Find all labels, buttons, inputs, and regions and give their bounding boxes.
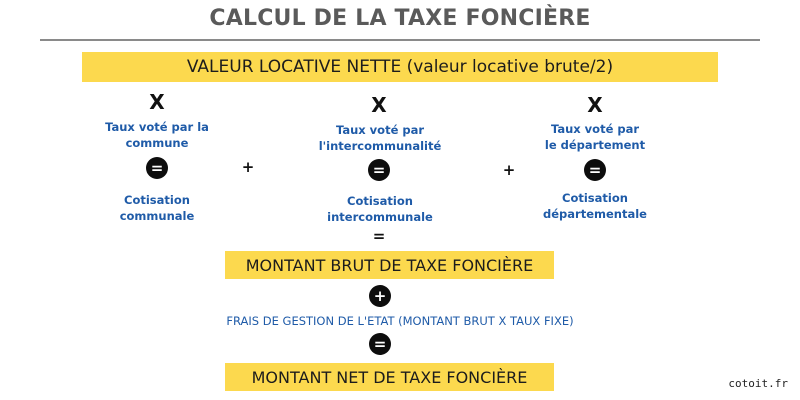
department-rate-line1: Taux voté par: [550, 122, 640, 136]
gross-amount-banner: MONTANT BRUT DE TAXE FONCIÈRE: [225, 251, 554, 279]
state-management-fees-label: FRAIS DE GESTION DE L'ETAT (MONTANT BRUT…: [226, 314, 574, 328]
net-rental-value-banner: VALEUR LOCATIVE NETTE (valeur locative b…: [82, 52, 718, 82]
commune-result-line2: communale: [119, 209, 195, 223]
commune-rate-line2: commune: [125, 136, 189, 150]
equals-circle-commune: =: [146, 157, 168, 179]
plus-circle: +: [369, 285, 391, 307]
department-contribution-label: Cotisation départementale: [520, 190, 670, 222]
intercommunal-result-line2: intercommunale: [327, 210, 433, 224]
net-amount-banner: MONTANT NET DE TAXE FONCIÈRE: [225, 363, 554, 391]
commune-result-line1: Cotisation: [124, 193, 190, 207]
department-result-line2: départementale: [543, 207, 647, 221]
equals-circle-department: =: [584, 159, 606, 181]
intercommunal-rate-line1: Taux voté par: [335, 123, 425, 137]
equals-circle-net: =: [369, 333, 391, 355]
intercommunal-result-line1: Cotisation: [347, 194, 413, 208]
plus-sign-2: +: [502, 161, 516, 179]
multiply-sign-intercommunal: X: [371, 93, 387, 117]
intercommunal-rate-line2: l'intercommunalité: [318, 139, 442, 153]
commune-rate-line1: Taux voté par la: [105, 120, 209, 134]
equals-circle-intercommunal: =: [368, 159, 390, 181]
department-rate-line2: le département: [544, 138, 646, 152]
title-divider: [40, 39, 760, 41]
department-result-line1: Cotisation: [562, 191, 628, 205]
source-credit: cotoit.fr: [728, 377, 788, 390]
multiply-sign-commune: X: [149, 90, 165, 114]
intercommunal-contribution-label: Cotisation intercommunale: [300, 193, 460, 225]
commune-rate-label: Taux voté par la commune: [82, 119, 232, 151]
commune-contribution-label: Cotisation communale: [82, 192, 232, 224]
multiply-sign-department: X: [587, 93, 603, 117]
equals-sign-sum: =: [372, 227, 386, 245]
plus-sign-1: +: [241, 158, 255, 176]
intercommunal-rate-label: Taux voté par l'intercommunalité: [300, 122, 460, 154]
page-title: CALCUL DE LA TAXE FONCIÈRE: [209, 6, 591, 31]
department-rate-label: Taux voté par le département: [520, 121, 670, 153]
